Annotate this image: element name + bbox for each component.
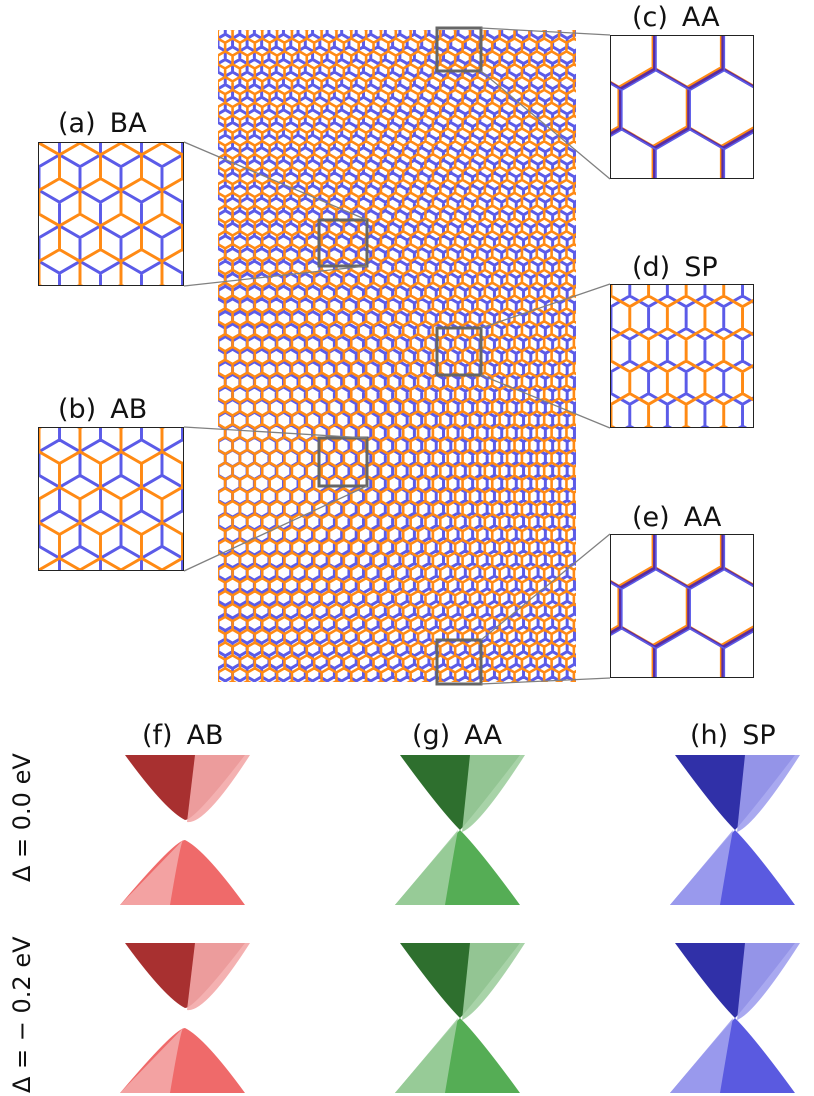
panel-f-label: (f)AB <box>142 720 224 751</box>
layer-1-lattice <box>611 285 753 427</box>
connector-line-4 <box>480 27 611 36</box>
connector-line-9 <box>480 677 611 685</box>
layer-1-lattice <box>611 36 753 178</box>
zoom-box-e <box>435 638 483 686</box>
zoom-connector-lines <box>183 27 611 685</box>
inset-d-sp-stacking <box>610 284 754 428</box>
band-plot-f-row1 <box>120 943 250 1093</box>
connector-line-7 <box>480 374 611 429</box>
band-structure-grid <box>120 755 800 1093</box>
connector-line-1 <box>183 265 368 287</box>
zoom-box-b <box>317 436 369 488</box>
inset-e-aa-stacking <box>610 534 754 678</box>
connector-line-3 <box>183 485 368 572</box>
panel-c-label: (c)AA <box>632 2 720 33</box>
zoom-box-d <box>435 326 483 377</box>
panel-a-label: (a)BA <box>58 108 147 139</box>
layer-2-lattice <box>611 285 753 427</box>
panel-e-label: (e)AA <box>632 502 722 533</box>
band-plot-h-row0 <box>670 755 800 905</box>
connector-line-0 <box>183 141 368 221</box>
connector-line-5 <box>480 70 611 180</box>
panel-b-label: (b)AB <box>58 394 148 425</box>
overlap-lattice <box>611 36 753 178</box>
connector-line-6 <box>480 283 611 329</box>
inset-b-ab-stacking <box>38 427 184 571</box>
layer-2-lattice <box>218 30 576 682</box>
connector-line-2 <box>183 426 368 439</box>
inset-a-ba-stacking <box>38 142 184 286</box>
lattice-layers <box>218 30 576 682</box>
panel-h-label: (h)SP <box>690 720 776 751</box>
band-plot-g-row0 <box>395 755 525 905</box>
zoom-box-a <box>317 218 369 268</box>
layer-2-lattice <box>611 36 753 178</box>
zoom-box-c <box>435 26 483 73</box>
overlap-lattice <box>611 535 753 677</box>
panel-g-label: (g)AA <box>412 720 502 751</box>
band-plot-g-row1 <box>395 943 525 1093</box>
band-plot-f-row0 <box>120 755 250 905</box>
layer-2-lattice <box>611 535 753 677</box>
moire-bilayer-lattice <box>218 26 576 686</box>
layer-1-lattice <box>611 535 753 677</box>
inset-c-aa-stacking <box>610 35 754 179</box>
connector-line-8 <box>480 533 611 641</box>
band-plot-h-row1 <box>670 943 800 1093</box>
panel-d-label: (d)SP <box>632 252 718 283</box>
